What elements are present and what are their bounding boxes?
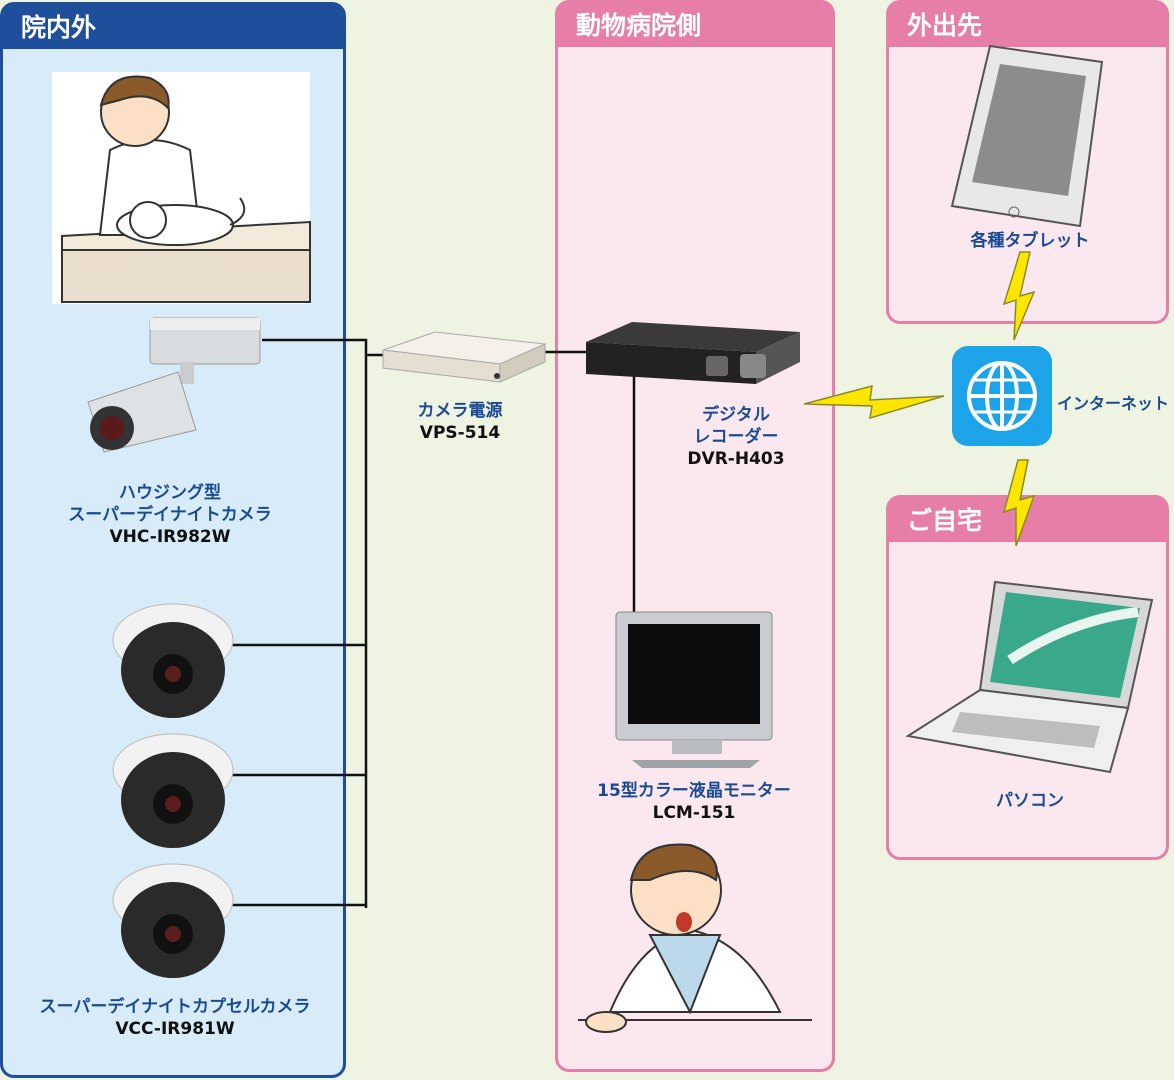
tablet-label: 各種タブレット	[970, 231, 1090, 251]
panel-home-title: ご自宅	[889, 498, 1166, 542]
capsule-camera-name: スーパーデイナイトカプセルカメラ	[39, 997, 311, 1017]
panel-in-out-title: 院内外	[3, 5, 343, 49]
panel-outside-title: 外出先	[889, 3, 1166, 47]
power-supply-name: カメラ電源	[417, 401, 503, 421]
monitor-label: 15型カラー液晶モニター LCM-151	[574, 780, 814, 824]
power-supply-label: カメラ電源 VPS-514	[395, 400, 525, 444]
monitor-name: 15型カラー液晶モニター	[597, 781, 791, 801]
pc-label: パソコン	[996, 791, 1064, 811]
housing-camera-line1: ハウジング型	[119, 483, 221, 503]
panel-hospital: 動物病院側	[555, 0, 835, 1072]
capsule-camera-model: VCC-IR981W	[115, 1019, 235, 1039]
monitor-model: LCM-151	[652, 803, 736, 823]
recorder-label: デジタル レコーダー DVR-H403	[666, 404, 806, 470]
power-supply-image	[382, 331, 547, 383]
panel-hospital-title: 動物病院側	[558, 3, 832, 47]
housing-camera-label: ハウジング型 スーパーデイナイトカメラ VHC-IR982W	[40, 482, 300, 548]
capsule-camera-label: スーパーデイナイトカプセルカメラ VCC-IR981W	[20, 996, 330, 1040]
housing-camera-model: VHC-IR982W	[109, 527, 231, 547]
recorder-line1: デジタル	[702, 405, 770, 425]
panel-outside: 外出先	[886, 0, 1169, 324]
internet-label: インターネット	[1056, 394, 1169, 413]
recorder-line2: レコーダー	[693, 427, 779, 447]
internet-globe-icon	[952, 346, 1052, 446]
housing-camera-line2: スーパーデイナイトカメラ	[68, 505, 272, 525]
power-supply-model: VPS-514	[419, 423, 501, 443]
recorder-model: DVR-H403	[687, 449, 785, 469]
